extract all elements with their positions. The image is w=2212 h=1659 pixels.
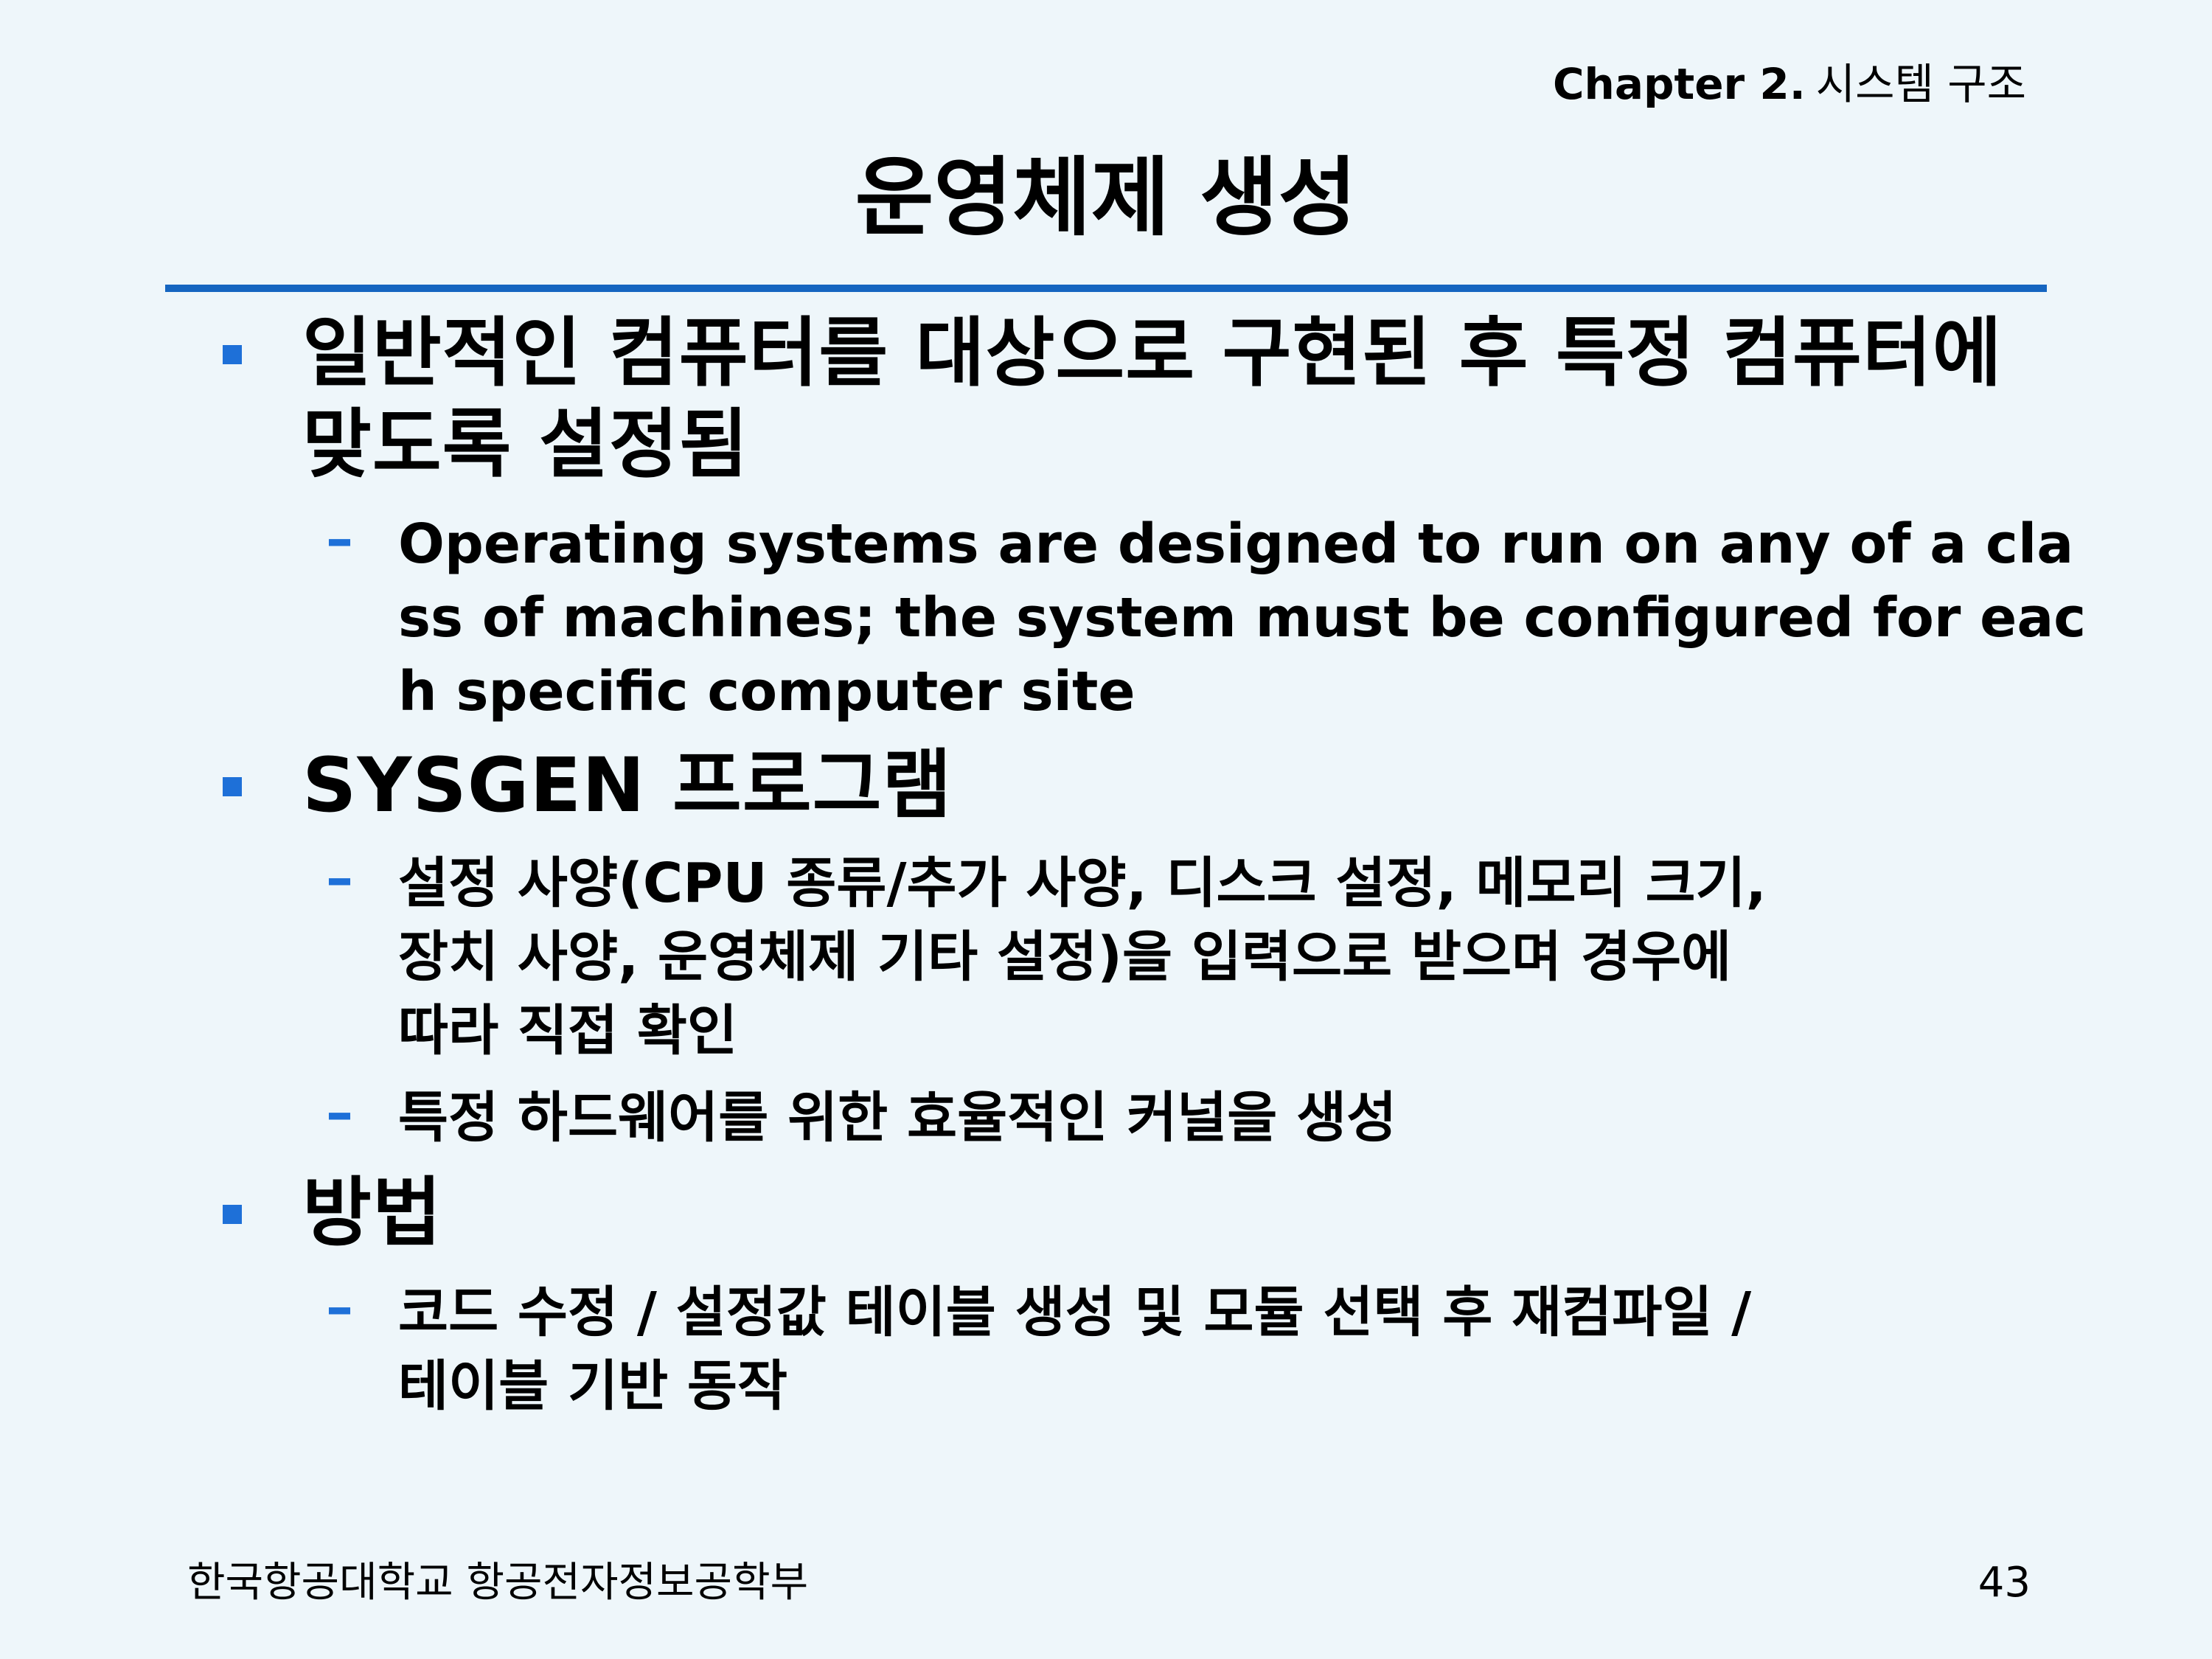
dash-marker: –	[326, 1276, 353, 1339]
bullet-line: SYSGEN 프로그램	[302, 742, 953, 830]
sub-bullet-line: 설정 사양(CPU 종류/추가 사양, 디스크 설정, 메모리 크기,	[398, 852, 1767, 915]
bullet-line: 맞도록 설정됨	[302, 401, 749, 489]
page-number: 43	[1978, 1559, 2031, 1607]
dash-marker: –	[326, 507, 353, 571]
dash-marker: –	[326, 846, 353, 910]
bullet-line: 방법	[302, 1169, 442, 1257]
title-divider	[165, 285, 2047, 292]
bullet-square-icon	[223, 345, 242, 364]
sub-bullet-text: 특정 하드웨어를 위한 효율적인 커널을 생성	[398, 1081, 1397, 1155]
chapter-header: Chapter 2.시스템 구조	[1553, 55, 2026, 114]
dash-marker: –	[326, 1081, 353, 1144]
chapter-name: 시스템 구조	[1815, 59, 2026, 109]
sub-bullet-line: Operating systems are designed to run on…	[398, 512, 2074, 576]
sub-bullet-line: 테이블 기반 동작	[398, 1354, 788, 1418]
sub-bullet-line: ss of machines; the system must be confi…	[398, 586, 2087, 650]
bullet-text: SYSGEN 프로그램	[302, 740, 952, 832]
bullet-line: 일반적인 컴퓨터를 대상으로 구현된 후 특정 컴퓨터에	[302, 310, 2003, 397]
sub-bullet-line: 장치 사양, 운영체제 기타 설정)을 입력으로 받으며 경우에	[398, 925, 1732, 989]
bullet-text: 방법	[302, 1168, 442, 1259]
sub-bullet-line: h specific computer site	[398, 660, 1135, 723]
sub-bullet-text: 코드 수정 / 설정값 테이블 생성 및 모듈 선택 후 재컴파일 / 테이블 …	[398, 1276, 1751, 1423]
bullet-square-icon	[223, 777, 242, 796]
sub-bullet-line: 따라 직접 확인	[398, 999, 738, 1062]
sub-bullet-line: 특정 하드웨어를 위한 효율적인 커널을 생성	[398, 1086, 1397, 1150]
bullet-square-icon	[223, 1205, 242, 1224]
slide-title: 운영체제 생성	[855, 148, 1357, 248]
bullet-text: 일반적인 컴퓨터를 대상으로 구현된 후 특정 컴퓨터에 맞도록 설정됨	[302, 308, 2003, 491]
sub-bullet-text: Operating systems are designed to run on…	[398, 507, 2086, 728]
footer-institution: 한국항공대학교 항공전자정보공학부	[187, 1559, 809, 1607]
sub-bullet-text: 설정 사양(CPU 종류/추가 사양, 디스크 설정, 메모리 크기, 장치 사…	[398, 846, 1767, 1068]
sub-bullet-line: 코드 수정 / 설정값 테이블 생성 및 모듈 선택 후 재컴파일 /	[398, 1281, 1752, 1344]
chapter-prefix: Chapter 2.	[1552, 59, 1806, 109]
